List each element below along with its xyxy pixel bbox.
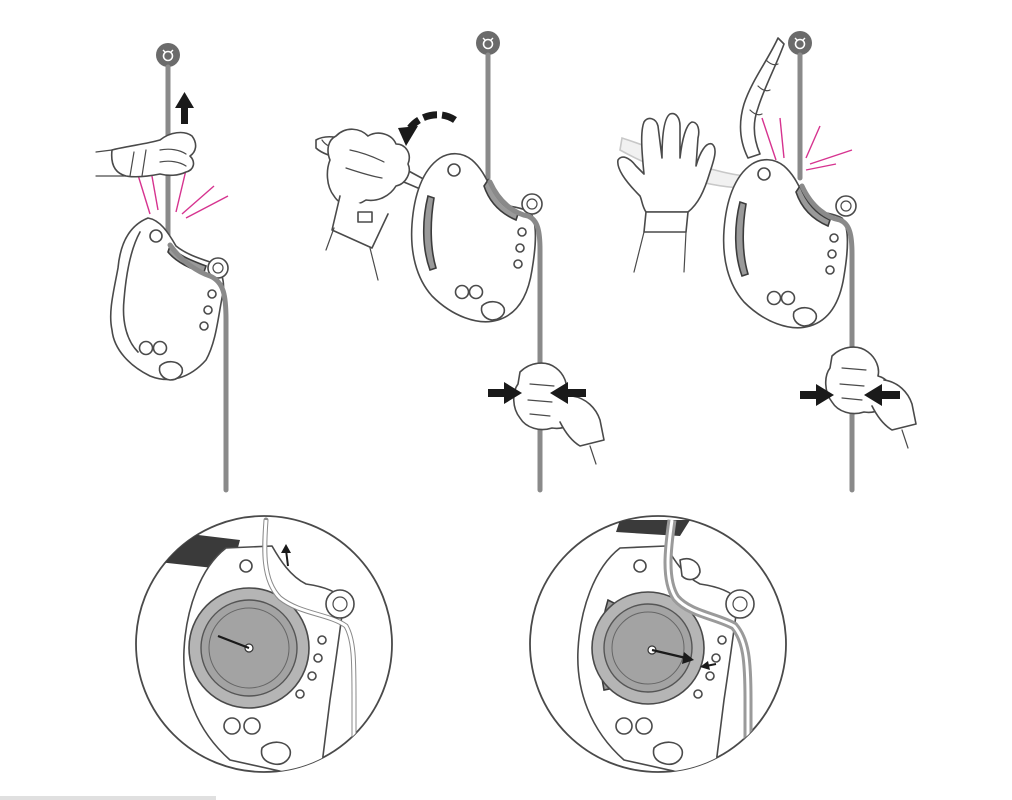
rope-lower [487,179,543,493]
up-arrow-icon [175,92,194,124]
page-edge-bar [0,796,216,800]
squeeze-arrow-icon [700,661,717,670]
anchor-point-icon [476,31,500,55]
up-arrow-icon [281,544,291,567]
glove-icon [95,131,197,178]
detail-2-magnified [529,515,787,773]
lever-handle [739,37,785,159]
anchor-point-icon [156,43,180,67]
descender-device [410,152,543,323]
friction-lines [761,117,853,171]
hand-icon [512,362,605,465]
rope-lower [799,183,855,493]
panel-step-3 [617,31,917,493]
descender-device [722,158,857,329]
hand-icon [325,128,411,281]
squeeze-arrow-icon [800,384,900,406]
hand-icon [617,112,716,273]
descender-device [109,217,229,381]
curved-arrow-icon [398,111,457,146]
detail-1-magnified [135,515,393,773]
squeeze-arrow-icon [488,382,586,404]
panel-step-1 [95,43,229,493]
panel-step-2 [315,31,605,493]
rope-lower [167,242,229,493]
anchor-point-icon [788,31,812,55]
